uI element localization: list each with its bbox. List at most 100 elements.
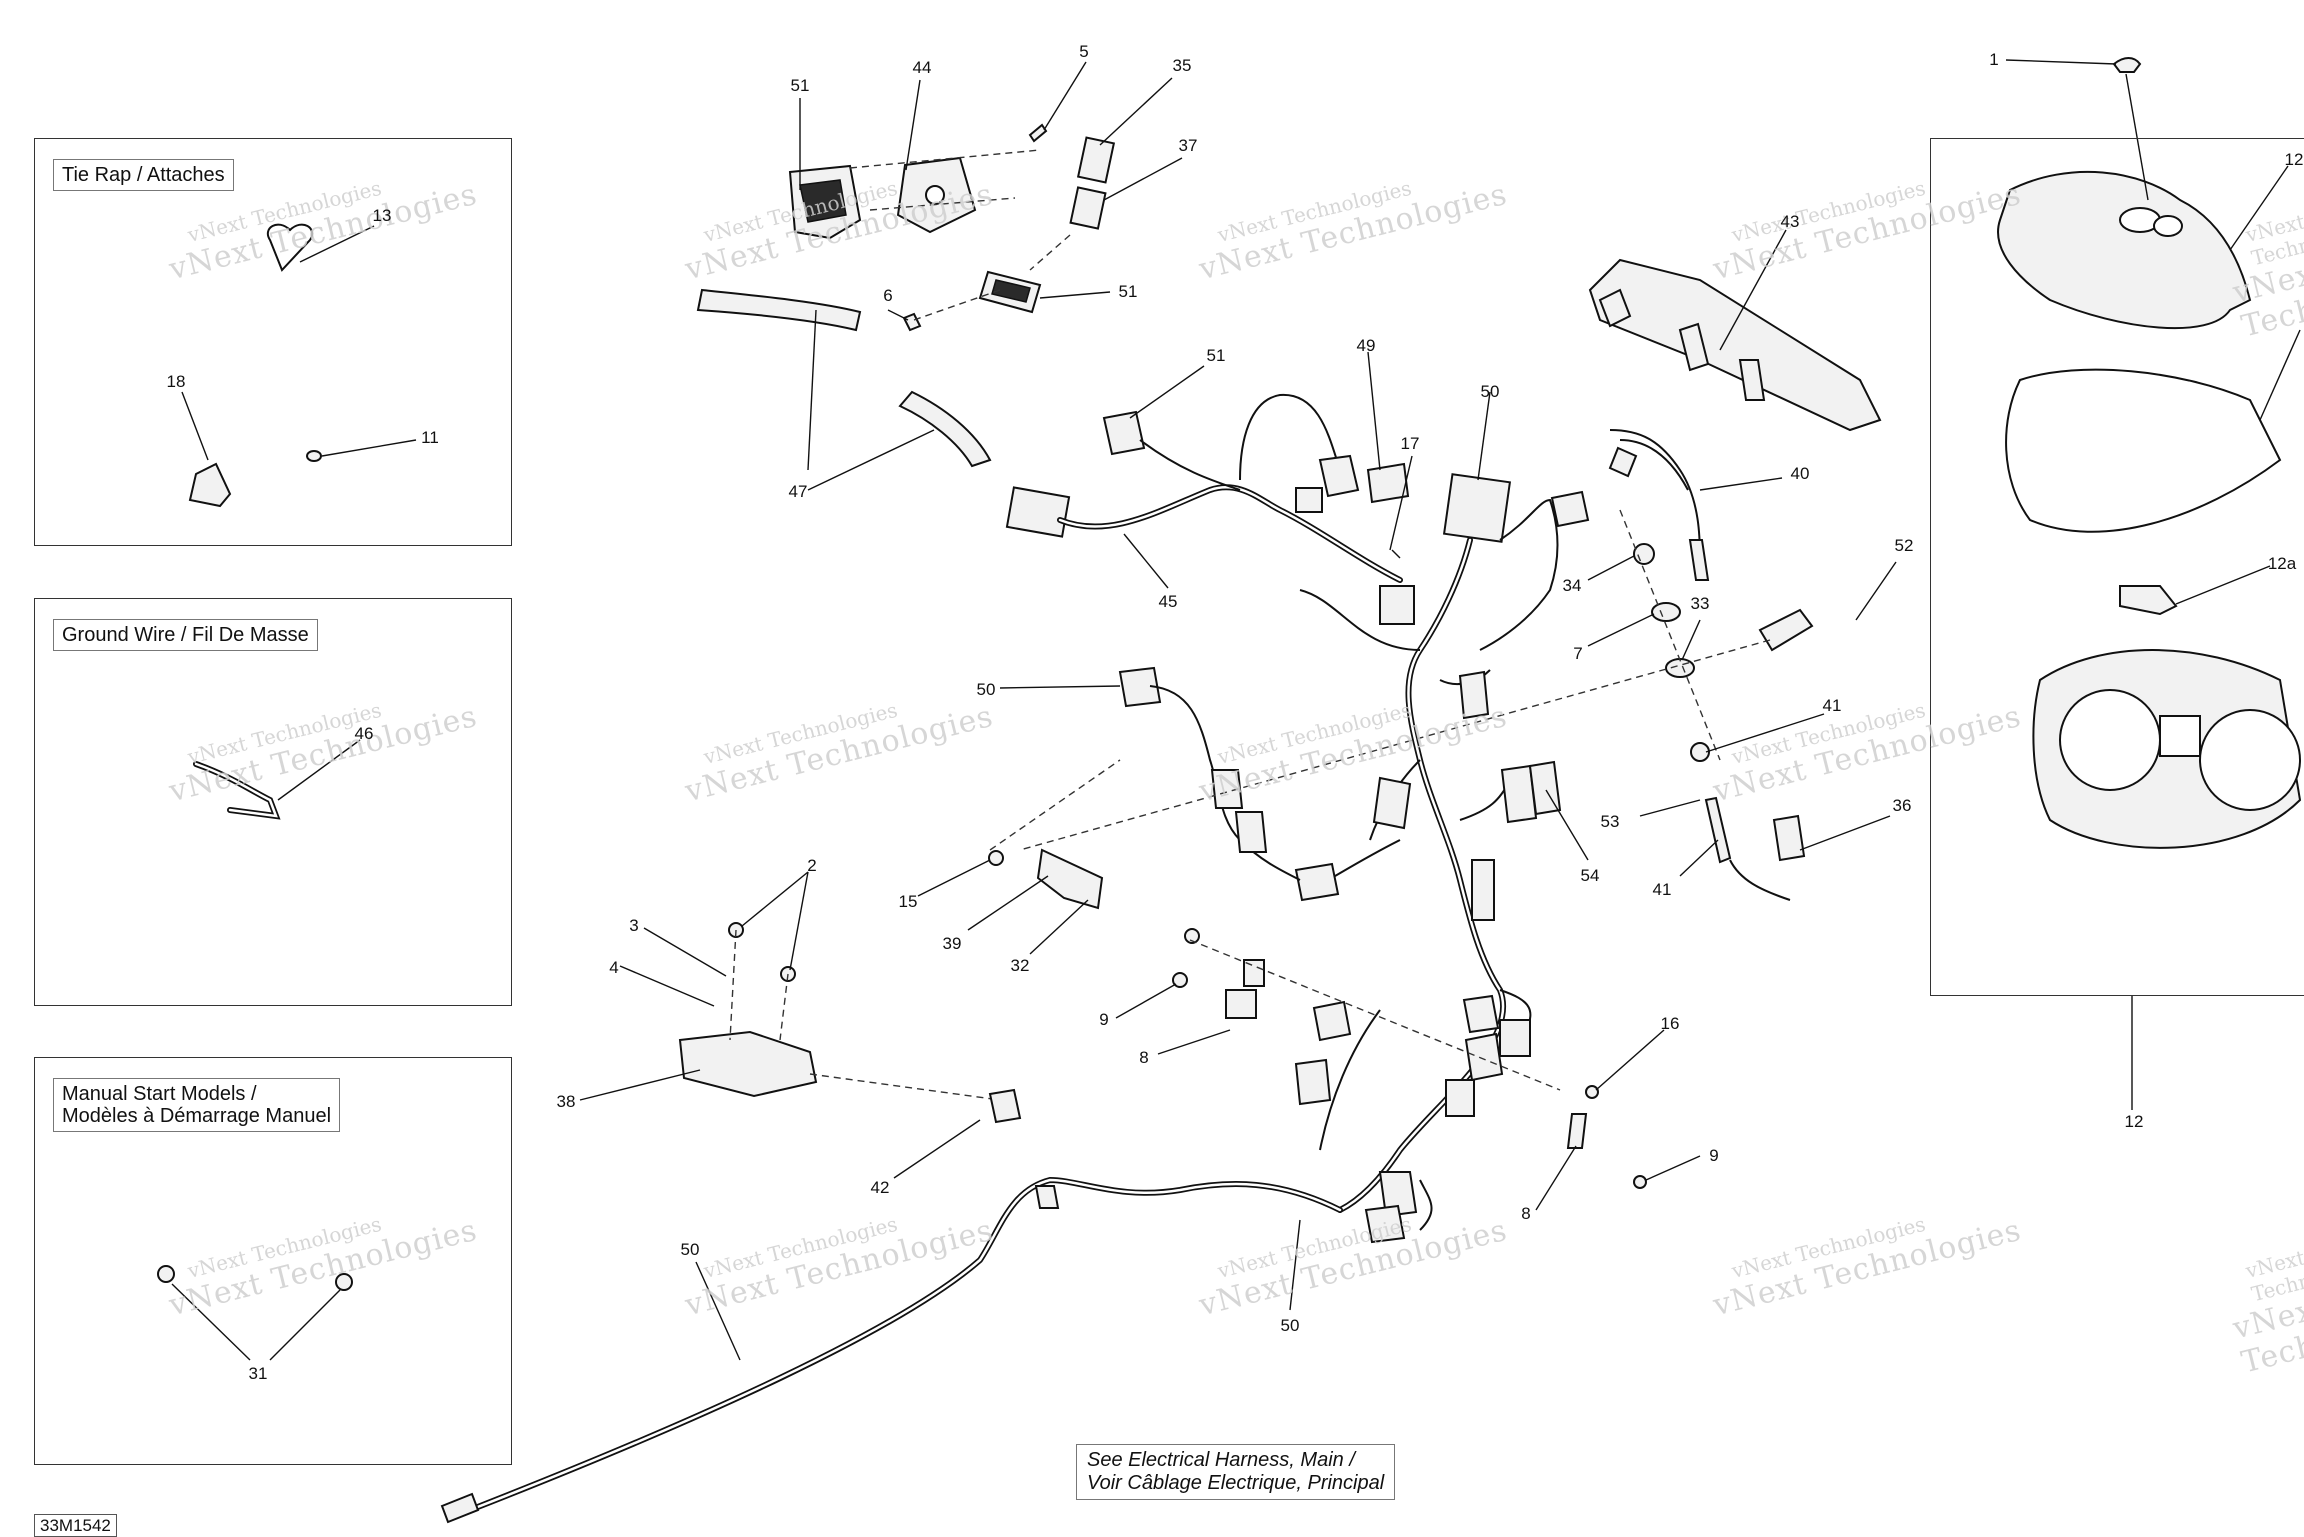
washer-7	[1651, 602, 1681, 622]
callout-54[interactable]: 54	[1580, 866, 1600, 885]
callout-51[interactable]: 51	[1118, 282, 1138, 301]
panel-title-line2: Modèles à Démarrage Manuel	[62, 1105, 332, 1127]
callout-37[interactable]: 37	[1178, 136, 1198, 155]
nut-41	[1690, 742, 1710, 762]
bracket-32	[1036, 848, 1104, 910]
bushing-49	[1366, 462, 1410, 504]
callout-35[interactable]: 35	[1172, 56, 1192, 75]
callout-9[interactable]: 9	[1709, 1146, 1719, 1165]
bracket-38	[678, 1030, 818, 1098]
note-line2: Voir Câblage Electrique, Principal	[1087, 1472, 1385, 1494]
callout-12a[interactable]: 12a	[2267, 554, 2297, 573]
callout-8[interactable]: 8	[1139, 1048, 1149, 1067]
gauge-bezel-12	[1997, 170, 2252, 330]
callout-50[interactable]: 50	[1480, 382, 1500, 401]
switch-housing-51	[788, 164, 862, 240]
harness-50-branch	[1118, 666, 1301, 881]
grip-47a	[696, 288, 862, 332]
callout-39[interactable]: 39	[942, 934, 962, 953]
instrument-cluster-12	[2032, 649, 2302, 849]
callout-47[interactable]: 47	[788, 482, 808, 501]
callout-45[interactable]: 45	[1158, 592, 1178, 611]
nut-31a	[157, 1265, 175, 1283]
callout-51[interactable]: 51	[790, 76, 810, 95]
callout-34[interactable]: 34	[1562, 576, 1582, 595]
panel-manual-start: Manual Start Models / Modèles à Démarrag…	[34, 1057, 512, 1465]
gasket-12	[2005, 368, 2282, 533]
tie-rap-13	[267, 223, 313, 272]
callout-38[interactable]: 38	[556, 1092, 576, 1111]
note-line1: See Electrical Harness, Main /	[1087, 1449, 1355, 1471]
callout-49[interactable]: 49	[1356, 336, 1376, 355]
callout-18[interactable]: 18	[166, 372, 186, 391]
sensor-52	[1758, 608, 1814, 652]
callout-4[interactable]: 4	[609, 958, 619, 977]
callout-51[interactable]: 51	[1206, 346, 1226, 365]
nut-9a	[1172, 972, 1188, 988]
panel-title-tie-rap: Tie Rap / Attaches	[53, 159, 234, 191]
callout-13[interactable]: 13	[372, 206, 392, 225]
callout-2[interactable]: 2	[807, 856, 817, 875]
drawing-id: 33M1542	[34, 1514, 117, 1537]
callout-50[interactable]: 50	[976, 680, 996, 699]
switch-cover-44	[896, 156, 977, 234]
holder-43	[1588, 258, 1882, 432]
panel-ground-wire: Ground Wire / Fil De Masse	[34, 598, 512, 1006]
callout-53[interactable]: 53	[1600, 812, 1620, 831]
callout-16[interactable]: 16	[1660, 1014, 1680, 1033]
gauge-clip-12a	[2119, 585, 2178, 616]
callout-31[interactable]: 31	[248, 1364, 268, 1383]
callout-6[interactable]: 6	[883, 286, 893, 305]
panel-title-line1: Manual Start Models /	[62, 1083, 257, 1105]
nut-15	[988, 850, 1004, 866]
callout-9[interactable]: 9	[1099, 1010, 1109, 1029]
nut-16	[1585, 1085, 1599, 1099]
tie-rap-18	[188, 462, 232, 508]
connector-51b	[978, 270, 1042, 314]
panel-gauge-cluster	[1930, 138, 2304, 996]
leader-lines	[171, 59, 2301, 1361]
bracket-8c	[1566, 1113, 1588, 1149]
callout-41[interactable]: 41	[1652, 880, 1672, 899]
callout-7[interactable]: 7	[1573, 644, 1583, 663]
callout-12[interactable]: 12	[2284, 150, 2304, 169]
connector-36	[1772, 814, 1806, 862]
callout-17[interactable]: 17	[1400, 434, 1420, 453]
nut-31b	[335, 1273, 353, 1291]
bracket-8b	[1243, 959, 1265, 987]
panel-tie-rap: Tie Rap / Attaches	[34, 138, 512, 546]
callout-43[interactable]: 43	[1780, 212, 1800, 231]
harness-45	[1005, 393, 1403, 583]
callout-1[interactable]: 1	[1989, 50, 1999, 69]
callout-41[interactable]: 41	[1822, 696, 1842, 715]
callout-11[interactable]: 11	[421, 428, 439, 447]
callout-36[interactable]: 36	[1892, 796, 1912, 815]
coil-cord-40	[1608, 429, 1710, 581]
callout-15[interactable]: 15	[898, 892, 918, 911]
clip-11	[306, 450, 322, 462]
callout-52[interactable]: 52	[1894, 536, 1914, 555]
panel-title-ground-wire: Ground Wire / Fil De Masse	[53, 619, 318, 651]
callout-50[interactable]: 50	[680, 1240, 700, 1259]
callout-50[interactable]: 50	[1280, 1316, 1300, 1335]
callout-33[interactable]: 33	[1690, 594, 1710, 613]
see-main-harness-note: See Electrical Harness, Main / Voir Câbl…	[1076, 1444, 1396, 1500]
nut-34	[1633, 543, 1655, 565]
callout-46[interactable]: 46	[354, 724, 374, 743]
callout-3[interactable]: 3	[629, 916, 639, 935]
callout-42[interactable]: 42	[870, 1178, 890, 1197]
callout-12[interactable]: 12	[2124, 1112, 2144, 1131]
screw-6	[902, 312, 922, 332]
callout-44[interactable]: 44	[912, 58, 932, 77]
sensor-41	[1704, 796, 1732, 864]
callout-5[interactable]: 5	[1079, 42, 1089, 61]
callout-8[interactable]: 8	[1521, 1204, 1531, 1223]
callout-40[interactable]: 40	[1790, 464, 1810, 483]
bracket-8a	[1225, 989, 1257, 1019]
screw-5	[1028, 123, 1048, 143]
callout-32[interactable]: 32	[1010, 956, 1030, 975]
nut-9c	[1633, 1175, 1647, 1189]
harness-50	[440, 473, 1590, 1524]
